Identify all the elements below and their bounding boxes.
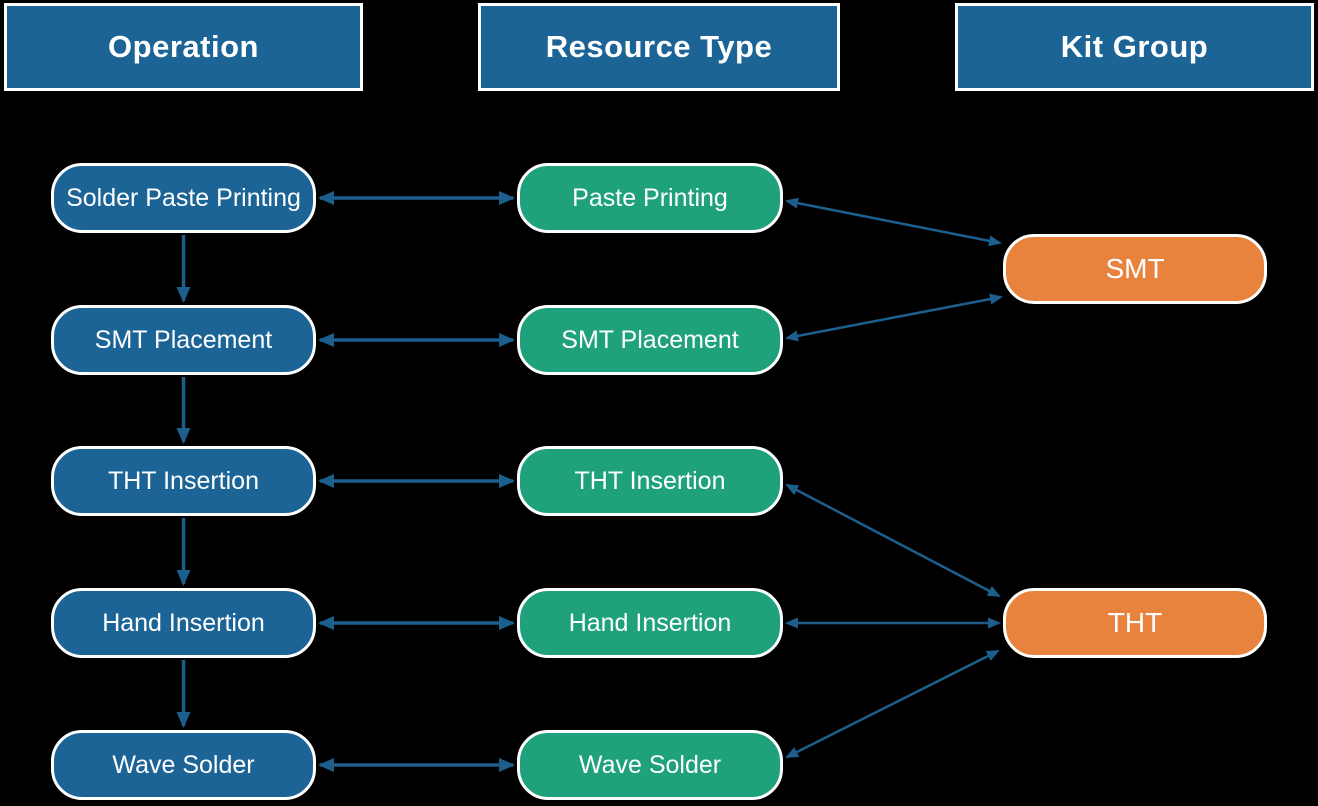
operation-node-tht-insertion: THT Insertion <box>51 446 316 516</box>
arrow-smt-placement-smt <box>785 293 1003 342</box>
resource-node-smt-placement: SMT Placement <box>517 305 783 375</box>
operation-node-smt-placement: SMT Placement <box>51 305 316 375</box>
header-kit-group: Kit Group <box>955 3 1314 91</box>
operation-node-hand-insertion: Hand Insertion <box>51 588 316 658</box>
operation-node-wave-solder: Wave Solder <box>51 730 316 800</box>
kit-group-node-smt: SMT <box>1003 234 1267 304</box>
arrow-paste-printing-smt <box>785 197 1002 247</box>
resource-node-wave-solder: Wave Solder <box>517 730 783 800</box>
arrow-tht-insertion-tht <box>785 483 1001 598</box>
arrow-wave-solder-tht <box>785 649 1000 759</box>
header-resource-type: Resource Type <box>478 3 840 91</box>
resource-node-paste-printing: Paste Printing <box>517 163 783 233</box>
kit-group-node-tht: THT <box>1003 588 1267 658</box>
resource-node-hand-insertion: Hand Insertion <box>517 588 783 658</box>
resource-node-tht-insertion: THT Insertion <box>517 446 783 516</box>
header-operation: Operation <box>4 3 363 91</box>
operation-node-solder-paste-printing: Solder Paste Printing <box>51 163 316 233</box>
